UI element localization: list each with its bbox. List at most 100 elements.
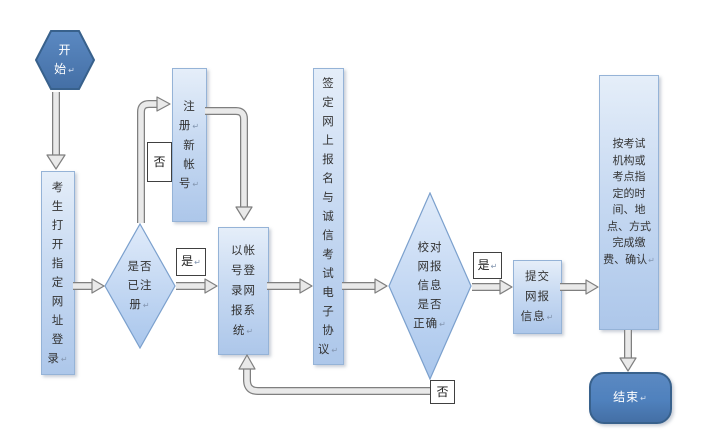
edge-label-text: 否	[153, 155, 165, 169]
text-line: 考点指	[612, 170, 646, 183]
line-break-mark: ↵	[142, 301, 151, 310]
text-line: 议↵	[317, 341, 340, 356]
text-line: 是↵	[181, 254, 201, 268]
end-label: 结束↵	[613, 388, 648, 408]
text-line: 打	[51, 217, 65, 232]
line-break-mark: ↵	[439, 320, 447, 329]
line-break-mark: ↵	[60, 354, 69, 364]
text-line: 考	[322, 246, 335, 261]
line-break-mark: ↵	[490, 261, 498, 271]
edge-label-yes-registered: 是↵	[176, 248, 206, 276]
line-break-mark: ↵	[648, 255, 655, 265]
start-node: 开始↵	[35, 30, 95, 90]
connector-login-to-agreement	[267, 278, 313, 294]
text-line: 网报	[524, 289, 550, 303]
line-break-mark: ↵	[640, 394, 648, 403]
text-line: 否	[153, 155, 166, 169]
text-line: 录↵	[47, 350, 69, 365]
text-line: 网报	[417, 259, 443, 273]
text-line: 始↵	[54, 61, 76, 76]
text-line: 正确↵	[413, 316, 447, 330]
register-account-label: 注册↵新帐号↵	[179, 97, 200, 194]
connector-start-to-open-site	[46, 92, 66, 170]
is-registered-decision: 是否已注册↵	[104, 223, 176, 349]
text-line: 与	[322, 189, 335, 204]
text-line: 是否	[417, 297, 443, 311]
text-line: 信	[322, 227, 335, 242]
text-line: 网	[322, 113, 335, 128]
text-line: 新	[183, 137, 196, 152]
submit-info-label: 提交网报信息↵	[521, 266, 555, 328]
text-line: 定	[322, 94, 335, 109]
connector-open-site-to-decision	[73, 278, 105, 294]
edge-label-text: 是↵	[478, 258, 498, 274]
text-line: 定的时	[612, 186, 646, 200]
sign-agreement-label: 签定网上报名与诚信考试电子协议↵	[318, 74, 339, 360]
register-account-node: 注册↵新帐号↵	[172, 68, 207, 222]
line-break-mark: ↵	[194, 258, 201, 267]
text-line: 定	[51, 274, 65, 289]
text-line: 电	[322, 284, 335, 299]
line-break-mark: ↵	[192, 121, 201, 131]
open-site-label: 考生打开指定网址登录↵	[47, 178, 68, 369]
text-line: 册↵	[129, 297, 151, 311]
connector-yes-to-login	[176, 278, 218, 294]
text-line: 否	[436, 385, 449, 399]
text-line: 注	[183, 98, 196, 113]
text-line: 按考试	[612, 137, 646, 150]
line-break-mark: ↵	[246, 327, 255, 336]
text-line: 点、方式	[606, 219, 651, 233]
text-line: 子	[322, 303, 335, 318]
edge-label-text: 否	[436, 385, 448, 399]
text-line: 名	[322, 170, 335, 185]
text-line: 考	[51, 179, 65, 194]
text-line: 协	[322, 322, 335, 337]
text-line: 签	[322, 75, 335, 90]
text-line: 已注	[127, 278, 153, 292]
edge-label-yes-correct: 是↵	[473, 252, 502, 279]
text-line: 报系	[231, 303, 256, 317]
edge-label-text: 是↵	[181, 254, 201, 270]
connector-pay-to-end	[619, 330, 637, 372]
verify-info-decision: 校对网报信息是否正确↵	[388, 192, 472, 380]
text-line: 号↵	[178, 175, 201, 190]
text-line: 帐	[183, 156, 196, 171]
text-line: 以帐	[231, 243, 256, 257]
connector-yes-to-submit	[472, 279, 513, 295]
text-line: 机构或	[612, 153, 646, 167]
text-line: 完成缴	[612, 236, 646, 249]
text-line: 录网	[231, 283, 256, 297]
line-break-mark: ↵	[331, 345, 340, 355]
text-line: 费、确认↵	[603, 252, 655, 266]
login-system-node: 以帐号登录网报系统↵	[218, 227, 269, 355]
text-line: 上	[322, 132, 335, 147]
edge-label-no-register: 否	[147, 142, 172, 182]
login-system-label: 以帐号登录网报系统↵	[231, 240, 256, 342]
pay-confirm-node: 按考试机构或考点指定的时间、地点、方式完成缴费、确认↵	[599, 75, 659, 330]
connector-register-to-login	[205, 107, 253, 221]
text-line: 指	[51, 255, 65, 270]
text-line: 信息	[417, 278, 443, 292]
pay-confirm-label: 按考试机构或考点指定的时间、地点、方式完成缴费、确认↵	[603, 136, 655, 269]
is-registered-label: 是否已注册↵	[128, 257, 153, 315]
text-line: 登	[51, 331, 65, 346]
line-break-mark: ↵	[192, 179, 201, 189]
connector-agreement-to-verify	[342, 278, 388, 294]
text-line: 网	[51, 293, 65, 308]
start-label: 开始↵	[54, 41, 76, 80]
text-line: 生	[51, 198, 65, 213]
end-node: 结束↵	[589, 372, 672, 424]
text-line: 信息↵	[520, 309, 555, 323]
text-line: 统↵	[232, 323, 255, 337]
text-line: 报	[322, 151, 335, 166]
text-line: 开	[51, 236, 65, 251]
text-line: 是↵	[477, 257, 498, 272]
text-line: 提交	[524, 269, 550, 283]
text-line: 间、地	[612, 203, 646, 216]
line-break-mark: ↵	[546, 313, 555, 322]
text-line: 开	[58, 42, 72, 57]
edge-label-no-correct: 否	[430, 380, 455, 404]
text-line: 试	[322, 265, 335, 280]
diamond-shape	[104, 223, 176, 349]
